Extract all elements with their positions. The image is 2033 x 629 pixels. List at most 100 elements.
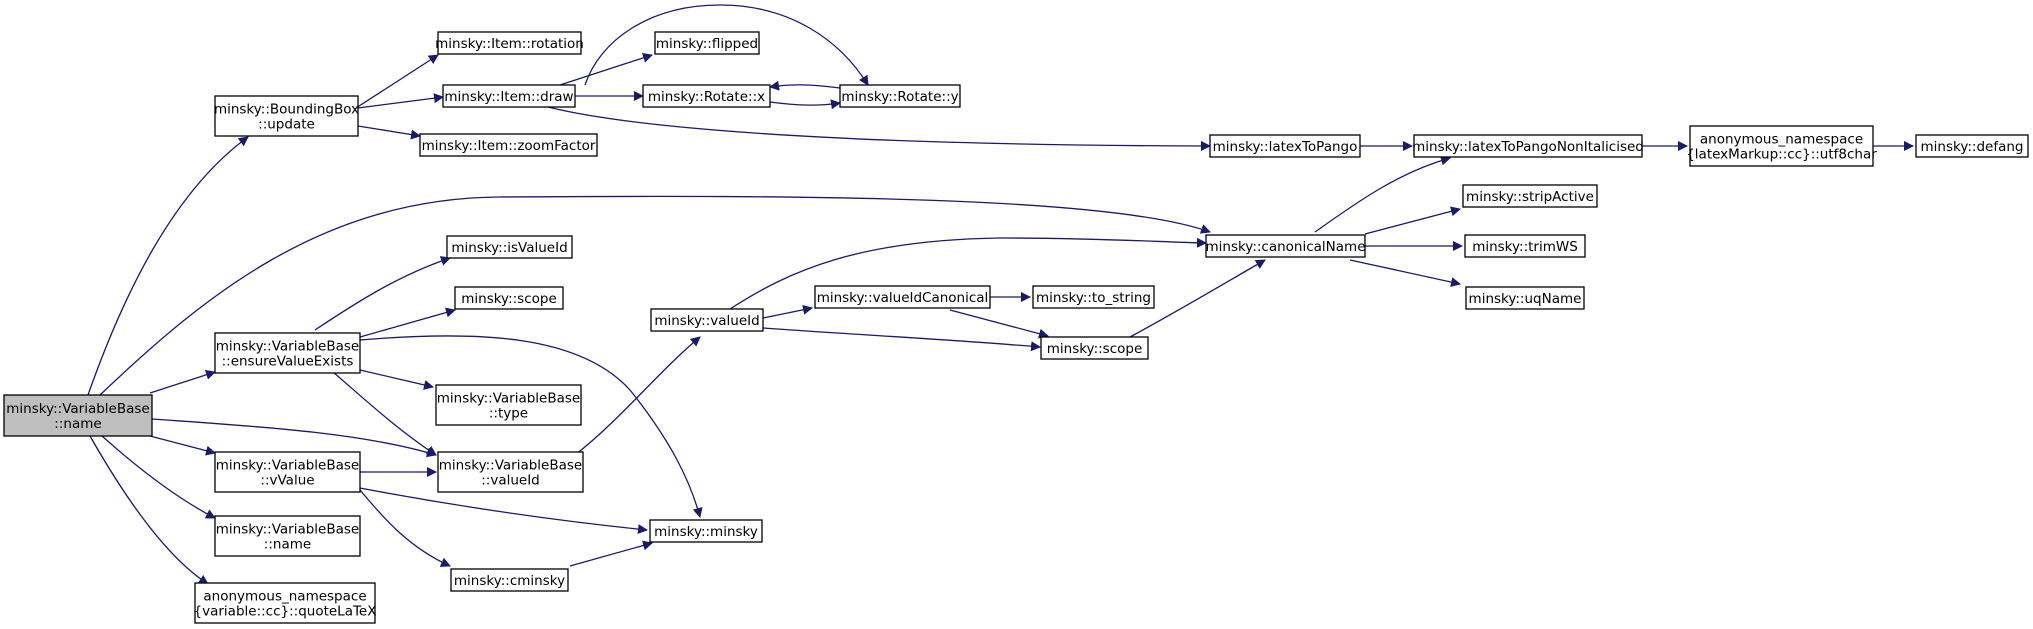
node-vb-valueid[interactable]: minsky::VariableBase::valueId bbox=[437, 451, 584, 493]
node-label: minsky::cminsky bbox=[454, 573, 565, 589]
node-label: ::valueId bbox=[481, 473, 540, 489]
node-box bbox=[1040, 336, 1149, 360]
node-box bbox=[1032, 285, 1155, 309]
node-box bbox=[649, 519, 763, 543]
edge-rotate-x-to-y bbox=[769, 99, 841, 110]
node-isvalueid[interactable]: minsky::isValueId bbox=[446, 235, 573, 259]
node-ensurevalue[interactable]: minsky::VariableBase::ensureValueExists bbox=[214, 332, 361, 374]
node-label: minsky::canonicalName bbox=[1205, 239, 1365, 255]
node-utf8char[interactable]: anonymous_namespace{latexMarkup::cc}::ut… bbox=[1686, 125, 1877, 167]
edge-bbox-to-zoomfactor bbox=[357, 125, 421, 140]
node-box bbox=[214, 515, 361, 557]
edge-ensurevalue-to-minsky-minsky bbox=[359, 335, 703, 518]
node-to-string[interactable]: minsky::to_string bbox=[1032, 285, 1155, 309]
node-box bbox=[1209, 134, 1361, 158]
node-vb-name2[interactable]: minsky::VariableBase::name bbox=[214, 515, 361, 557]
node-stripactive[interactable]: minsky::stripActive bbox=[1462, 184, 1598, 208]
edge-bbox-to-rotation bbox=[355, 54, 439, 109]
node-box bbox=[446, 235, 573, 259]
node-box bbox=[650, 308, 764, 332]
edge-vvalue-to-cminsky bbox=[359, 489, 451, 567]
node-box bbox=[435, 384, 582, 426]
node-box bbox=[642, 84, 771, 108]
node-label: {variable::cc}::quoteLaTeX bbox=[194, 604, 377, 620]
edge-draw-to-rotate-y bbox=[584, 4, 869, 86]
edge-root-to-vb-name2 bbox=[101, 435, 216, 519]
node-item-rotation[interactable]: minsky::Item::rotation bbox=[435, 31, 584, 55]
edge-root-to-ensurevalue bbox=[149, 370, 216, 394]
node-valueidcanon[interactable]: minsky::valueIdCanonical bbox=[814, 285, 991, 309]
node-label: minsky::trimWS bbox=[1472, 239, 1578, 255]
edge-bbox-to-draw bbox=[357, 93, 444, 109]
node-label: minsky::VariableBase bbox=[437, 391, 580, 407]
node-box bbox=[1464, 234, 1586, 258]
node-label: minsky::Rotate::y bbox=[841, 89, 958, 105]
node-box bbox=[1915, 134, 2029, 158]
node-label: ::type bbox=[489, 406, 528, 422]
edge-root-to-canonicalname bbox=[99, 195, 1211, 396]
edge-root-to-vb-valueid bbox=[151, 418, 437, 458]
edge-ensurevalue-to-type bbox=[359, 369, 434, 390]
node-defang[interactable]: minsky::defang bbox=[1915, 134, 2029, 158]
edge-scope2-to-canonicalname bbox=[1129, 259, 1266, 338]
node-box bbox=[1689, 125, 1874, 167]
node-box bbox=[194, 582, 376, 624]
node-rotate-x[interactable]: minsky::Rotate::x bbox=[642, 84, 771, 108]
node-label: minsky::Item::draw bbox=[444, 89, 573, 105]
edges bbox=[87, 4, 1914, 585]
node-uqname[interactable]: minsky::uqName bbox=[1465, 286, 1585, 310]
node-box bbox=[654, 31, 760, 55]
edge-canonicalname-to-uqname bbox=[1349, 259, 1461, 287]
node-item-draw[interactable]: minsky::Item::draw bbox=[442, 84, 576, 108]
edge-ensurevalue-to-isvalueid bbox=[314, 256, 451, 331]
node-latextopango[interactable]: minsky::latexToPango bbox=[1209, 134, 1361, 158]
node-zoomfactor[interactable]: minsky::Item::zoomFactor bbox=[419, 133, 598, 157]
edge-canonicalname-to-stripactive bbox=[1364, 206, 1461, 235]
node-root[interactable]: minsky::VariableBase::name bbox=[3, 394, 153, 437]
node-vb-type[interactable]: minsky::VariableBase::type bbox=[435, 384, 582, 426]
node-label: minsky::stripActive bbox=[1466, 189, 1594, 205]
node-label: minsky::latexToPango bbox=[1213, 139, 1358, 155]
node-cminsky[interactable]: minsky::cminsky bbox=[450, 568, 569, 592]
node-valueid[interactable]: minsky::valueId bbox=[650, 308, 764, 332]
node-box bbox=[1462, 184, 1598, 208]
node-box bbox=[450, 568, 569, 592]
edge-cminsky-to-minsky-minsky bbox=[569, 540, 653, 567]
node-label: minsky::scope bbox=[461, 291, 557, 307]
node-latexnonital[interactable]: minsky::latexToPangoNonItalicised bbox=[1412, 134, 1644, 158]
node-box bbox=[214, 451, 361, 493]
node-vb-vvalue[interactable]: minsky::VariableBase::vValue bbox=[214, 451, 361, 493]
edge-rotate-y-to-x bbox=[769, 80, 841, 91]
edge-root-to-bbox-update bbox=[87, 136, 249, 396]
node-box bbox=[1465, 286, 1585, 310]
node-canonicalname[interactable]: minsky::canonicalName bbox=[1205, 234, 1366, 258]
edge-valueidcanon-to-scope2 bbox=[949, 309, 1049, 339]
node-label: minsky::Item::zoomFactor bbox=[422, 138, 596, 154]
node-label: minsky::VariableBase bbox=[216, 522, 359, 538]
edge-canonicalname-to-nonital bbox=[1314, 155, 1451, 233]
edge-valueid-to-valueidcanon bbox=[762, 304, 813, 319]
node-label: minsky::Item::rotation bbox=[435, 36, 584, 52]
node-box bbox=[1205, 234, 1366, 258]
node-quotelatex[interactable]: anonymous_namespace{variable::cc}::quote… bbox=[194, 582, 377, 624]
node-label: minsky::minsky bbox=[654, 524, 758, 540]
node-rotate-y[interactable]: minsky::Rotate::y bbox=[839, 84, 961, 108]
node-bbox-update[interactable]: minsky::BoundingBox::update bbox=[214, 95, 359, 137]
node-label: ::name bbox=[264, 537, 311, 553]
node-label: minsky::Rotate::x bbox=[648, 89, 765, 105]
node-minsky-minsky[interactable]: minsky::minsky bbox=[649, 519, 763, 543]
node-box bbox=[442, 84, 576, 108]
node-scope2[interactable]: minsky::scope bbox=[1040, 336, 1149, 360]
node-scope1[interactable]: minsky::scope bbox=[454, 286, 564, 310]
node-flipped[interactable]: minsky::flipped bbox=[654, 31, 760, 55]
node-label: minsky::VariableBase bbox=[216, 458, 359, 474]
edge-draw-to-flipped bbox=[559, 53, 653, 86]
node-label: minsky::valueId bbox=[654, 313, 759, 329]
node-box bbox=[214, 332, 361, 374]
node-box bbox=[1413, 134, 1643, 158]
node-box bbox=[3, 394, 153, 437]
node-trimws[interactable]: minsky::trimWS bbox=[1464, 234, 1586, 258]
edge-valueid-to-scope2 bbox=[762, 327, 1041, 352]
edge-vb-valueid-to-valueid bbox=[574, 336, 701, 456]
node-label: anonymous_namespace bbox=[203, 589, 366, 605]
